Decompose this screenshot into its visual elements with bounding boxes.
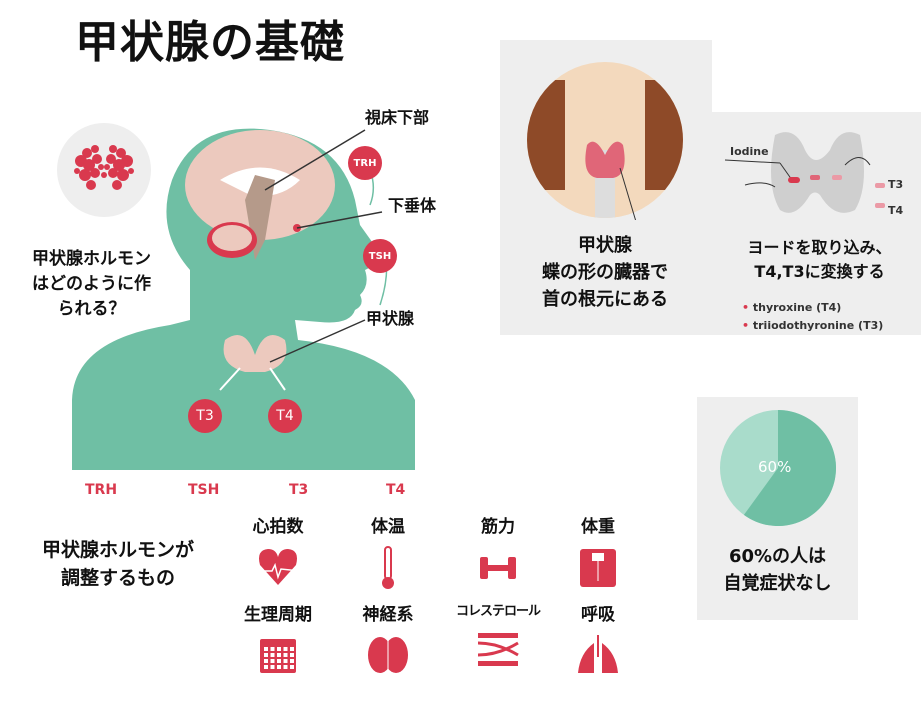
dot: [106, 154, 116, 164]
trh-badge: TRH: [348, 146, 382, 180]
dot: [113, 159, 125, 171]
intro-question: 甲状腺ホルモン はどのように作 られる？: [32, 249, 151, 319]
dot: [116, 148, 126, 158]
lungs-icon: [578, 635, 618, 673]
pie-chart: [720, 410, 836, 526]
hormone-t4: T4: [386, 482, 406, 498]
regulated-item-label: 体温: [371, 517, 405, 537]
dot: [83, 159, 95, 171]
t3-label: T3: [888, 178, 904, 191]
thermometer-icon: [382, 546, 394, 589]
thyroid-description: 甲状腺 蝶の形の臓器で 首の根元にある: [542, 235, 668, 310]
dot: [108, 168, 118, 178]
page-title: 甲状腺の基礎: [75, 17, 345, 68]
t4-badge: T4: [268, 399, 302, 433]
thyroid-icon: [57, 123, 151, 217]
dot: [104, 164, 110, 170]
pie-slice-60: [743, 410, 836, 526]
calendar-icon: [260, 639, 296, 673]
regulated-item: 生理周期: [233, 600, 323, 682]
dot: [112, 180, 122, 190]
regulated-item: 体重: [553, 512, 643, 594]
dot: [101, 172, 107, 178]
hormone-legend: • thyroxine (T4) • triiodothyronine (T3): [742, 301, 884, 332]
heart-rate-icon: [256, 549, 301, 585]
regulated-item-label: 呼吸: [581, 605, 615, 625]
brain-icon: [368, 637, 408, 673]
t3-badge: T3: [188, 399, 222, 433]
regulated-item: 神経系: [343, 600, 433, 682]
hormone-tsh: TSH: [188, 482, 220, 498]
regulated-item-label: 心拍数: [252, 517, 304, 537]
dot: [82, 148, 92, 158]
dot: [86, 180, 96, 190]
dot: [109, 145, 117, 153]
dot: [91, 145, 99, 153]
hormone-t3: T3: [289, 482, 309, 498]
regulates-title: 甲状腺ホルモンが 調整するもの: [41, 539, 194, 589]
regulated-item-label: 生理周期: [244, 605, 312, 625]
label-pituitary: 下垂体: [388, 196, 437, 215]
regulated-item-label: コレステロール: [455, 604, 541, 619]
dot: [74, 168, 80, 174]
head-silhouette: [72, 128, 415, 471]
pie-caption: 60%の人は 自覚症状なし: [723, 546, 832, 594]
tsh-badge: TSH: [363, 239, 397, 273]
dot: [98, 164, 104, 170]
iodine-label: Iodine: [730, 145, 769, 158]
regulated-item: 呼吸: [553, 600, 643, 682]
iodine-conversion-diagram: [724, 132, 885, 213]
dot: [90, 168, 100, 178]
regulated-item: 体温: [343, 512, 433, 594]
label-hypothalamus: 視床下部: [365, 108, 430, 127]
regulated-item-label: 体重: [581, 517, 615, 537]
hormone-trh: TRH: [85, 482, 118, 498]
regulated-item-label: 筋力: [481, 517, 515, 537]
regulated-item: 筋力: [453, 512, 543, 594]
dot: [128, 168, 134, 174]
t4-label: T4: [888, 204, 904, 217]
dot: [92, 154, 102, 164]
dot: [117, 169, 129, 181]
regulated-item-label: 神経系: [362, 605, 414, 625]
label-thyroid: 甲状腺: [366, 309, 415, 328]
iodine-panel: [712, 112, 921, 335]
artery-icon: [477, 633, 519, 666]
neck-illustration: [527, 62, 683, 220]
dot: [79, 169, 91, 181]
iodine-description: ヨードを取り込み、 T4,T3に変換する: [747, 238, 892, 281]
regulated-item: コレステロール: [453, 600, 543, 676]
dumbbell-icon: [480, 557, 516, 579]
scale-icon: [580, 549, 616, 587]
regulated-item: 心拍数: [233, 512, 323, 594]
pie-percent-label: 60%: [758, 458, 792, 476]
